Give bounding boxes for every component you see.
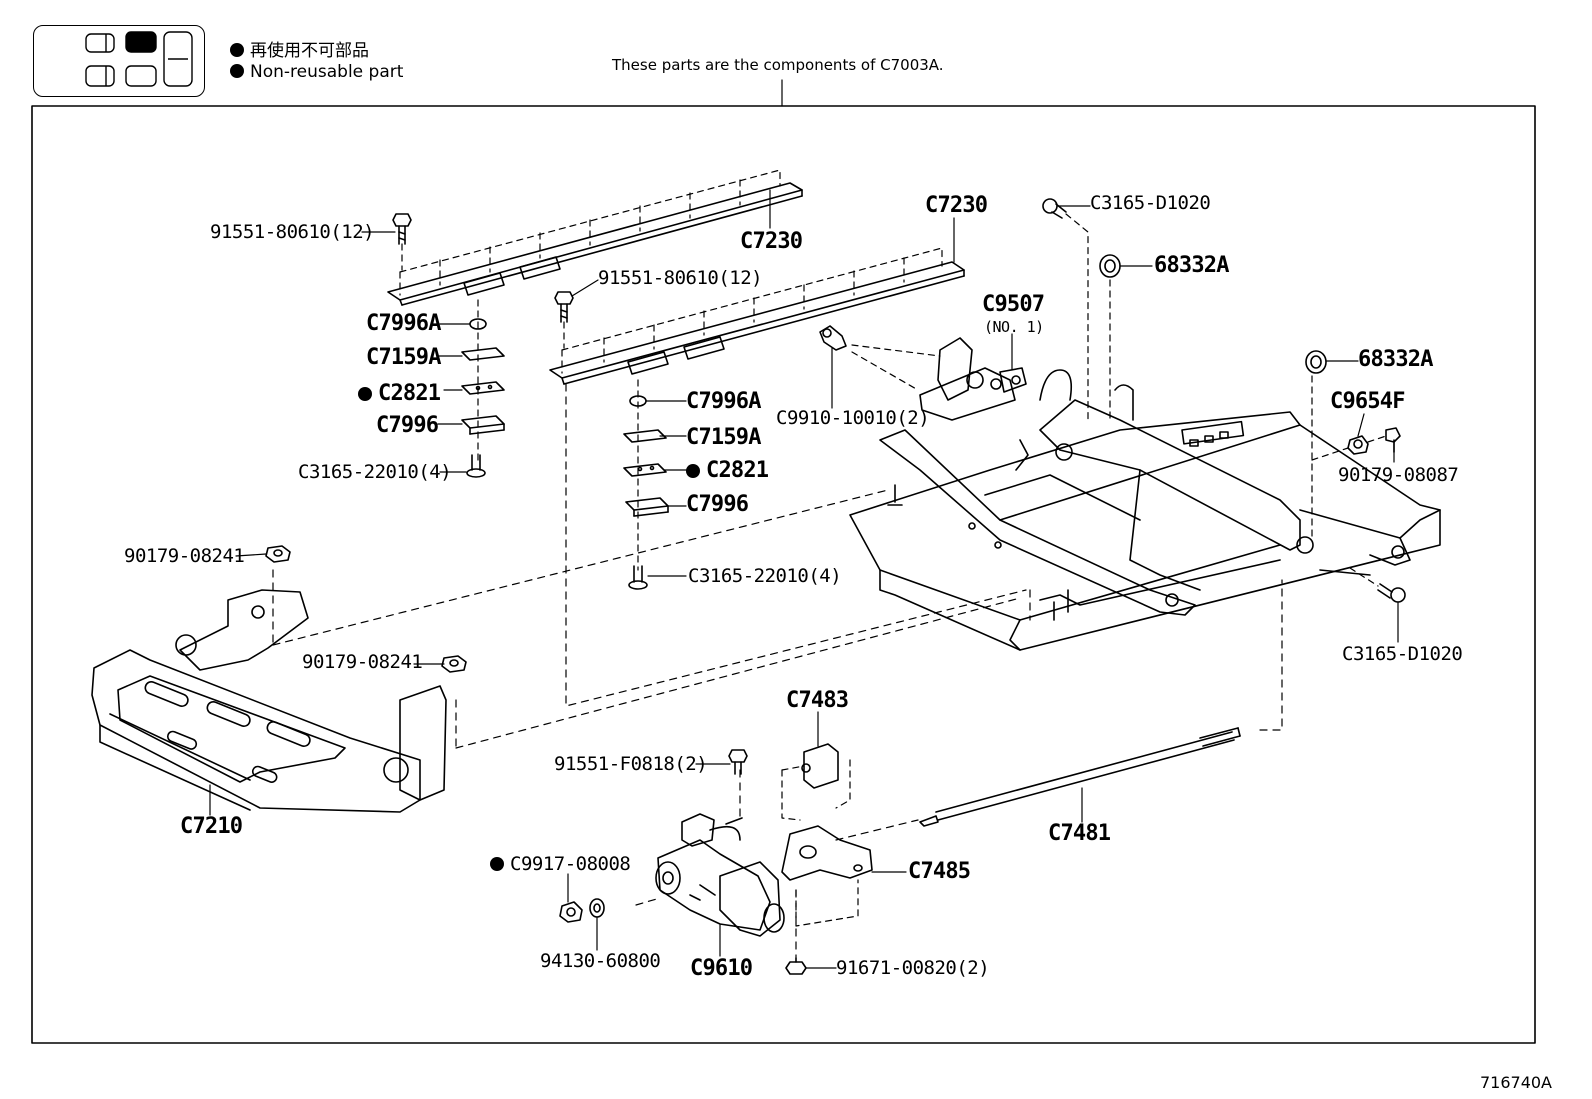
- part-label-c9654f[interactable]: C9654F: [1330, 389, 1405, 414]
- bolt-left-drawing: [392, 213, 412, 271]
- part-label-90179-08087[interactable]: 90179-08087: [1338, 464, 1459, 486]
- part-label-68332a-right[interactable]: 68332A: [1358, 347, 1433, 372]
- part-label-c7996a-right[interactable]: C7996A: [686, 389, 761, 414]
- part-label-c7996a-left[interactable]: C7996A: [366, 311, 441, 336]
- part-label-91551-f0818[interactable]: 91551-F0818(2): [554, 753, 708, 775]
- part-label-91551-80610-right[interactable]: 91551-80610(12): [598, 267, 763, 289]
- bracket-c7485-drawing: [781, 825, 873, 927]
- part-label-c9610[interactable]: C9610: [690, 956, 753, 981]
- right-stack-drawing: [623, 379, 669, 590]
- non-reusable-dot-icon: [230, 43, 244, 57]
- shaft-drawing: [919, 727, 1241, 827]
- leader-lines: [209, 189, 1399, 969]
- non-reusable-dot-icon: [490, 857, 504, 871]
- part-label-c7481[interactable]: C7481: [1048, 821, 1111, 846]
- bushing-top-drawing: [1099, 254, 1121, 421]
- part-label-c3165-22010-right[interactable]: C3165-22010(4): [688, 565, 842, 587]
- part-label-c7996-right[interactable]: C7996: [686, 492, 749, 517]
- part-label-68332a-top[interactable]: 68332A: [1154, 253, 1229, 278]
- part-label-c7485[interactable]: C7485: [908, 859, 971, 884]
- part-label-91671-00820[interactable]: 91671-00820(2): [836, 957, 990, 979]
- legend-icon-box: [33, 25, 205, 97]
- diagram-frame: [31, 105, 1536, 1044]
- part-label-c7996-left[interactable]: C7996: [376, 413, 439, 438]
- motor-drawing: [655, 813, 785, 937]
- part-label-90179-08241-top[interactable]: 90179-08241: [124, 545, 245, 567]
- bolt-top-right-drawing: [1042, 198, 1089, 421]
- guide-lines: [272, 383, 1283, 959]
- part-label-c2821-right[interactable]: C2821: [686, 460, 769, 482]
- bolt-bottom-right-drawing: [1349, 567, 1406, 603]
- part-label-c7159a-right[interactable]: C7159A: [686, 425, 761, 450]
- nut-bottom-left-drawing: [441, 655, 467, 673]
- part-label-c3165-d1020-bottom[interactable]: C3165-D1020: [1342, 643, 1463, 665]
- legend-line-jp: 再使用不可部品: [230, 36, 369, 61]
- hinge-drawing: [819, 325, 1027, 421]
- part-label-c7210[interactable]: C7210: [180, 814, 243, 839]
- legend-line-en: Non-reusable part: [230, 62, 403, 82]
- part-label-c9507[interactable]: C9507: [982, 292, 1045, 317]
- seat-frame-drawing: [849, 369, 1441, 651]
- part-label-94130-60800[interactable]: 94130-60800: [540, 950, 661, 972]
- part-label-c3165-d1020-top[interactable]: C3165-D1020: [1090, 192, 1211, 214]
- part-label-c2821-left[interactable]: C2821: [358, 383, 441, 405]
- part-label-c7230-left[interactable]: C7230: [740, 229, 803, 254]
- bolt-f0818-drawing: [728, 749, 748, 775]
- drawing-reference: 716740A: [1479, 1073, 1552, 1092]
- non-reusable-dot-icon: [230, 64, 244, 78]
- nut-c9917-drawing: [559, 901, 583, 923]
- bolt-right-drawing: [554, 291, 574, 349]
- part-label-c9910-10010[interactable]: C9910-10010(2): [776, 407, 930, 429]
- nut-top-left-drawing: [265, 545, 291, 563]
- part-label-c7159a-left[interactable]: C7159A: [366, 345, 441, 370]
- left-stack-drawing: [461, 299, 505, 478]
- rail-left-drawing: [387, 169, 803, 306]
- part-label-91551-80610-left[interactable]: 91551-80610(12): [210, 221, 375, 243]
- bracket-c7210-drawing: [91, 589, 447, 813]
- seat-layout-icon: [85, 31, 193, 87]
- non-reusable-dot-icon: [358, 387, 372, 401]
- damper-drawing: [781, 743, 851, 821]
- part-label-c9507-sub: (NO. 1): [984, 318, 1044, 336]
- washer-94130-drawing: [589, 898, 605, 918]
- bolt-91671-drawing: [785, 957, 807, 975]
- part-label-c7483[interactable]: C7483: [786, 688, 849, 713]
- rail-right-drawing: [549, 247, 965, 385]
- bushing-right-drawing: [1305, 350, 1327, 541]
- part-label-c3165-22010-left[interactable]: C3165-22010(4): [298, 461, 452, 483]
- non-reusable-dot-icon: [686, 464, 700, 478]
- nut-right-drawing: [1311, 427, 1401, 461]
- components-note: These parts are the components of C7003A…: [612, 56, 944, 74]
- part-label-c7230-right[interactable]: C7230: [925, 193, 988, 218]
- part-label-90179-08241-bottom[interactable]: 90179-08241: [302, 651, 423, 673]
- part-label-c9917-08008[interactable]: C9917-08008: [490, 854, 631, 874]
